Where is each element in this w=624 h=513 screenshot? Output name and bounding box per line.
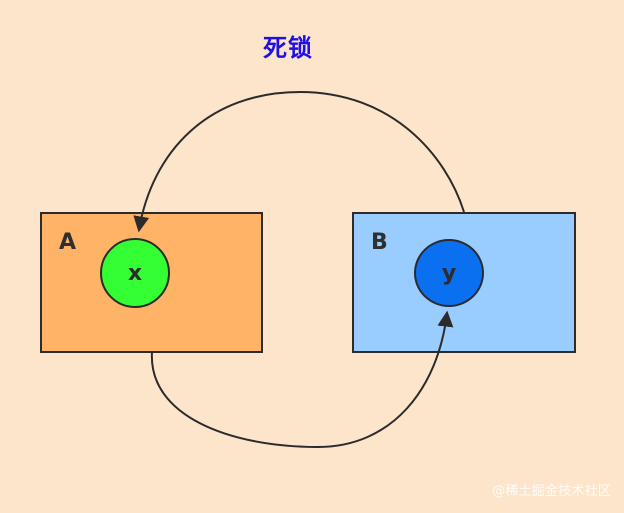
node-y-label: y xyxy=(441,260,457,286)
arrow-b-to-x xyxy=(133,90,465,233)
box-b-label: B xyxy=(371,230,388,255)
diagram-title: 死锁 xyxy=(263,34,313,62)
box-a-label: A xyxy=(59,230,77,255)
watermark-text: @稀土掘金技术社区 xyxy=(492,484,611,499)
node-x-label: x xyxy=(127,260,143,286)
arrow-a-to-y xyxy=(150,310,454,449)
node-x: x xyxy=(100,238,170,308)
node-y: y xyxy=(414,239,484,307)
box-b: B xyxy=(352,212,576,353)
